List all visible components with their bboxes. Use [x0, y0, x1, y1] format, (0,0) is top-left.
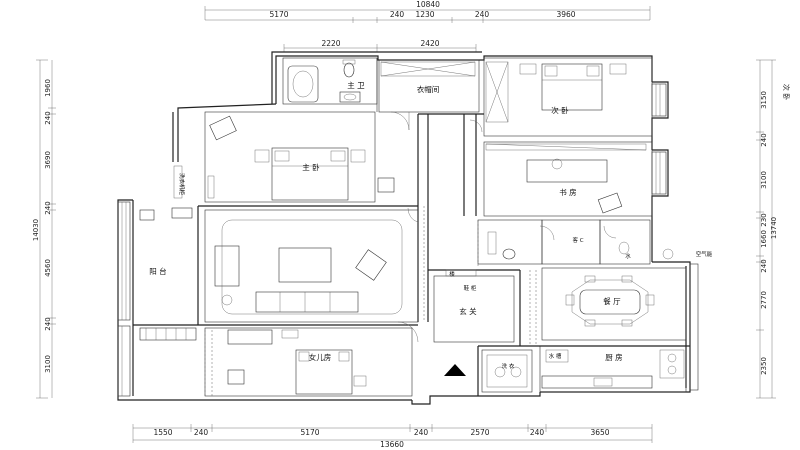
dim-left-seg-5: 240 [44, 317, 52, 330]
bottom-dimension-lines: 1550 240 5170 240 2570 240 3650 13660 [132, 424, 653, 449]
left-dimension-lines: 1960 240 3690 240 4560 240 3100 14030 [32, 59, 56, 399]
label-daughter-room: 女儿房 [309, 352, 332, 362]
label-study: 书 房 [559, 187, 576, 197]
armchair-icon [209, 115, 237, 141]
label-second-bedroom: 次 卧 [551, 105, 569, 115]
dim-left-seg-0: 1960 [44, 79, 52, 97]
label-wash: 洗 衣 [502, 362, 515, 370]
dim-top-total: 10840 [416, 0, 440, 9]
label-shoe: 鞋 柜 [464, 284, 477, 292]
entry-arrow-icon [444, 364, 466, 376]
daughter-bed-icon [295, 349, 353, 395]
wardrobe-icon [380, 61, 476, 77]
dim-top-seg-1: 240 [390, 10, 405, 19]
label-tap: 水 [625, 252, 631, 260]
label-stairs: 楼 [449, 270, 455, 278]
dim-bottom-seg-6: 3650 [590, 428, 609, 437]
dim-left-seg-2: 3690 [44, 151, 52, 169]
label-small-wc: 客 C [572, 236, 583, 244]
dim-right-total: 13740 [770, 217, 778, 239]
label-kitchen: 厨 房 [605, 352, 622, 362]
dim-bottom-seg-2: 5170 [300, 428, 319, 437]
dim-top-seg-0: 5170 [269, 10, 288, 19]
coffee-table-icon [278, 247, 332, 283]
side-bedroom-label: 次 卧 [782, 84, 791, 100]
dim-right-seg-2: 3100 [760, 171, 768, 189]
dim-right-seg-7: 2350 [760, 357, 768, 375]
interior-walls [133, 57, 690, 397]
top-dimension-lines: 10840 5170 240 1230 240 3960 2220 2420 [204, 0, 651, 52]
dim-bottom-seg-5: 240 [530, 428, 545, 437]
dim-left-seg-6: 3100 [44, 355, 52, 373]
dim-top-sub-1: 2420 [420, 39, 439, 48]
dim-left-seg-3: 240 [44, 201, 52, 214]
dim-left-total: 14030 [32, 219, 40, 241]
dim-top-seg-2: 1230 [415, 10, 434, 19]
dim-bottom-seg-1: 240 [194, 428, 209, 437]
dining-table-icon [579, 289, 641, 315]
label-entrance: 玄 关 [459, 306, 477, 316]
dim-right-seg-5: 240 [760, 259, 768, 272]
furniture [139, 59, 685, 395]
basin-icon [339, 91, 361, 103]
master-bed-icon [271, 147, 349, 201]
label-master-bedroom: 主 卧 [302, 162, 320, 172]
dim-top-sub-0: 2220 [321, 39, 340, 48]
sofa-icon [255, 291, 359, 313]
desk-icon [526, 159, 608, 183]
label-sink: 水 槽 [549, 352, 562, 360]
toilet-icon [343, 62, 355, 78]
second-bed-icon [541, 63, 603, 111]
label-aircon: 空气能 [696, 250, 713, 258]
room-labels: 主 卫 衣帽间 次 卧 主 卧 书 房 阳 台 玄 关 餐 厅 女儿房 厨 房 … [149, 80, 712, 370]
dashed-lines [204, 206, 537, 396]
dim-bottom-seg-4: 2570 [470, 428, 489, 437]
label-closet: 衣帽间 [417, 84, 440, 94]
dim-bottom-total: 13660 [380, 440, 404, 449]
dim-top-seg-3: 240 [475, 10, 490, 19]
dim-left-seg-1: 240 [44, 111, 52, 124]
bathtub-icon [287, 65, 319, 103]
right-dimension-lines: 3150 240 3100 230 1660 240 2770 2350 137… [756, 59, 791, 399]
dim-top-seg-4: 3960 [556, 10, 575, 19]
dim-right-seg-3: 230 [760, 213, 768, 226]
dim-bottom-seg-3: 240 [414, 428, 429, 437]
dim-left-seg-4: 4560 [44, 259, 52, 277]
dim-right-seg-0: 3150 [760, 91, 768, 109]
dim-bottom-seg-0: 1550 [153, 428, 172, 437]
label-master-bath: 主 卫 [347, 80, 365, 90]
label-laundry-cabinet: 洗衣机柜 [178, 173, 186, 196]
dim-right-seg-6: 2770 [760, 291, 768, 309]
windows [117, 83, 699, 397]
dim-right-seg-1: 240 [760, 133, 768, 146]
label-dining: 餐 厅 [603, 297, 621, 306]
dim-right-seg-4: 1660 [760, 230, 768, 248]
label-balcony: 阳 台 [149, 266, 166, 276]
